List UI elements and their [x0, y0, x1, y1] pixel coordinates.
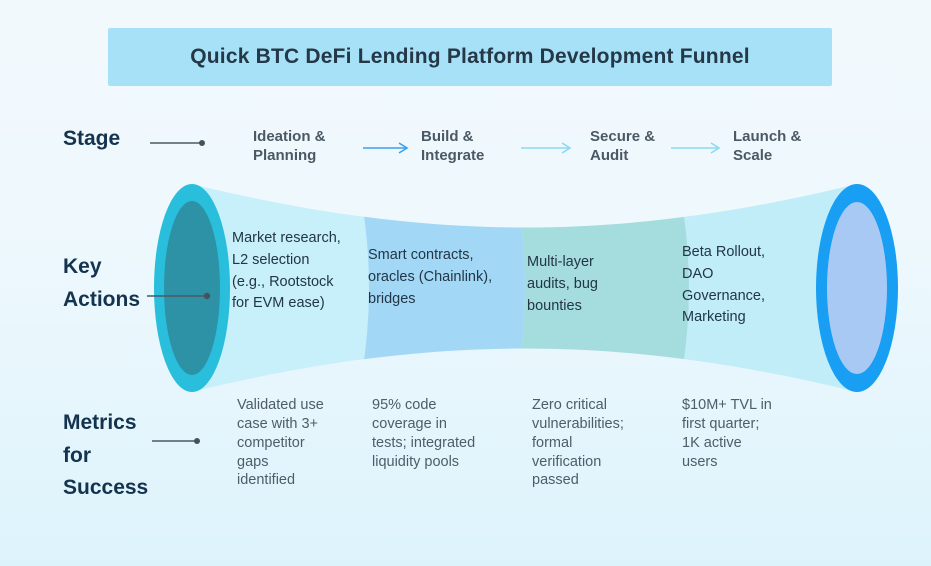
metrics-pointer-line [152, 438, 200, 444]
stage-label-secure: Secure & Audit [590, 128, 656, 164]
key-actions-pointer-line [147, 292, 211, 300]
metric-ideation: Validated use case with 3+ competitor ga… [237, 397, 324, 489]
key-action-build: Smart contracts, oracles (Chainlink), br… [368, 247, 493, 307]
title-banner: Quick BTC DeFi Lending Platform Developm… [108, 28, 832, 86]
stage-label-ideation: Ideation & Planning [253, 128, 326, 164]
stage-label-build: Build & Integrate [421, 128, 485, 164]
arrow-right-icon [671, 142, 721, 154]
key-action-secure: Multi-layer audits, bug bounties [527, 254, 598, 314]
key-action-launch: Beta Rollout, DAO Governance, Marketing [682, 244, 766, 326]
metric-build: 95% code coverage in tests; integrated l… [372, 397, 476, 470]
row-label-metrics: Metrics for Success [63, 411, 149, 500]
row-label-stage: Stage [63, 127, 121, 150]
funnel-body [192, 184, 857, 392]
funnel-segment-3 [513, 184, 689, 392]
stage-label-launch: Launch & Scale [733, 128, 802, 164]
stage-pointer-line [150, 140, 205, 146]
page-title: Quick BTC DeFi Lending Platform Developm… [190, 45, 750, 68]
metric-secure: Zero critical vulnerabilities; formal ve… [532, 397, 624, 489]
funnel-segment-4 [677, 184, 857, 392]
key-action-ideation: Market research, L2 selection (e.g., Roo… [232, 230, 341, 312]
row-label-key-actions: Key Actions [63, 255, 141, 311]
funnel-right-opening-inner [827, 202, 887, 374]
funnel-segment-2 [357, 184, 525, 392]
metric-launch: $10M+ TVL in first quarter; 1K active us… [682, 397, 772, 470]
arrow-right-icon [363, 142, 409, 154]
arrow-right-icon [521, 142, 572, 154]
funnel-left-opening-inner [164, 201, 220, 375]
